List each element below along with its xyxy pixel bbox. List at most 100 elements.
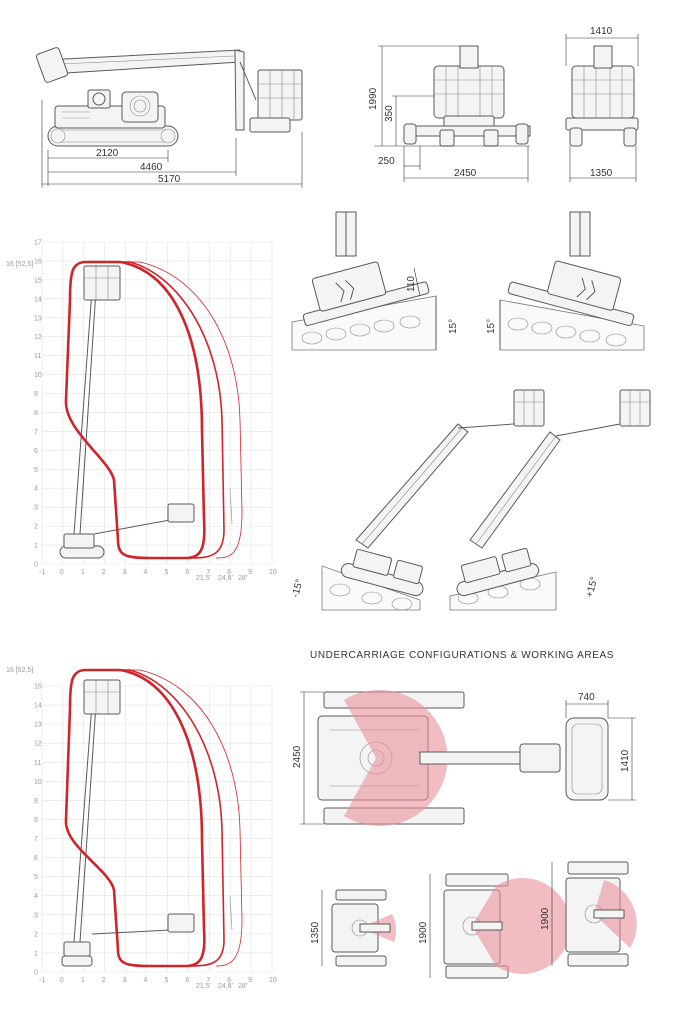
y-tick-label: 12 bbox=[34, 334, 42, 341]
y-tick-label: 5 bbox=[34, 467, 38, 474]
chart-2-top-label: 16 [52,5] bbox=[6, 667, 33, 674]
front-view-drawing bbox=[403, 45, 531, 147]
y-tick-label: 14 bbox=[34, 703, 42, 710]
x-tick-label: -1 bbox=[39, 977, 45, 984]
x-tick-label: 7 bbox=[206, 977, 210, 984]
y-tick-label: 11 bbox=[34, 760, 41, 767]
undercarriage-dim-1350: 1350 bbox=[310, 921, 321, 944]
x-tick-label: 4 bbox=[144, 569, 148, 576]
chart-2-reach-a: 21,5' bbox=[196, 983, 211, 990]
chart-1-top-label: 16 [52,5] bbox=[6, 261, 33, 268]
y-tick-label: 0 bbox=[34, 970, 38, 977]
slope-view-left bbox=[291, 211, 437, 351]
y-tick-label: 4 bbox=[34, 486, 38, 493]
undercarriage-dim-740: 740 bbox=[578, 692, 595, 703]
x-tick-label: 4 bbox=[144, 977, 148, 984]
y-tick-label: 7 bbox=[34, 429, 38, 436]
y-tick-label: 1 bbox=[34, 543, 38, 550]
x-tick-label: 5 bbox=[164, 977, 168, 984]
chart-1-reach-b: 24,8' bbox=[218, 575, 233, 582]
x-tick-label: 1 bbox=[81, 569, 85, 576]
front-dim-350: 350 bbox=[384, 105, 395, 122]
y-tick-label: 9 bbox=[34, 798, 38, 805]
boom-angle-left: -15° bbox=[290, 578, 305, 599]
chart-1-grid bbox=[41, 241, 273, 565]
y-tick-label: 6 bbox=[34, 448, 38, 455]
x-tick-label: 3 bbox=[123, 569, 127, 576]
y-tick-label: 10 bbox=[34, 372, 42, 379]
y-tick-label: 16 bbox=[34, 258, 42, 265]
y-tick-label: 17 bbox=[34, 240, 42, 247]
x-tick-label: 7 bbox=[206, 569, 210, 576]
side-view-drawing bbox=[35, 47, 303, 147]
x-tick-label: 6 bbox=[185, 977, 189, 984]
x-tick-label: 0 bbox=[60, 569, 64, 576]
x-tick-label: 0 bbox=[60, 977, 64, 984]
rear-view-dimensions bbox=[565, 34, 639, 182]
chart-2-machine bbox=[61, 679, 195, 967]
side-dim-2120: 2120 bbox=[96, 148, 119, 159]
boom-angle-right: +15° bbox=[584, 576, 600, 599]
slope-view-right bbox=[499, 211, 645, 351]
y-tick-label: 3 bbox=[34, 912, 38, 919]
chart-1-machine bbox=[59, 265, 195, 559]
y-tick-label: 2 bbox=[34, 524, 38, 531]
chart-2-reach-b: 24,8' bbox=[218, 983, 233, 990]
x-tick-label: 2 bbox=[102, 569, 106, 576]
undercarriage-dim-1900-b: 1900 bbox=[418, 921, 429, 944]
y-tick-label: 15 bbox=[34, 277, 42, 284]
y-tick-label: 13 bbox=[34, 722, 42, 729]
undercarriage-dim-1410: 1410 bbox=[620, 749, 631, 772]
x-tick-label: 5 bbox=[164, 569, 168, 576]
side-dim-4460: 4460 bbox=[140, 162, 163, 173]
y-tick-label: 15 bbox=[34, 684, 42, 691]
y-tick-label: 1 bbox=[34, 950, 38, 957]
chart-2-reach-c: 28' bbox=[238, 983, 247, 990]
y-tick-label: 5 bbox=[34, 874, 38, 881]
y-tick-label: 8 bbox=[34, 410, 38, 417]
chart-2-grid bbox=[41, 685, 273, 973]
chart-1-reach-a: 21,5' bbox=[196, 575, 211, 582]
y-tick-label: 2 bbox=[34, 931, 38, 938]
y-tick-label: 9 bbox=[34, 391, 38, 398]
undercarriage-config-a bbox=[321, 889, 397, 967]
undercarriage-main bbox=[317, 689, 609, 826]
y-tick-label: 11 bbox=[34, 353, 41, 360]
x-tick-label: 10 bbox=[269, 977, 277, 984]
rear-dim-1410: 1410 bbox=[590, 26, 613, 37]
y-tick-label: 10 bbox=[34, 779, 42, 786]
slope-view-left-dimensions bbox=[413, 267, 437, 350]
x-tick-label: 6 bbox=[185, 569, 189, 576]
y-tick-label: 14 bbox=[34, 296, 42, 303]
x-tick-label: 2 bbox=[102, 977, 106, 984]
undercarriage-dim-2450: 2450 bbox=[292, 745, 303, 768]
x-tick-label: 8 bbox=[227, 977, 231, 984]
undercarriage-config-c bbox=[551, 861, 637, 967]
y-tick-label: 6 bbox=[34, 855, 38, 862]
boom-slope-left bbox=[321, 389, 545, 611]
front-dim-250: 250 bbox=[378, 156, 395, 167]
side-dim-5170: 5170 bbox=[158, 174, 181, 185]
y-tick-label: 13 bbox=[34, 315, 42, 322]
undercarriage-dim-1900-c: 1900 bbox=[540, 907, 551, 930]
y-tick-label: 12 bbox=[34, 741, 42, 748]
x-tick-label: 9 bbox=[248, 977, 252, 984]
y-tick-label: 7 bbox=[34, 836, 38, 843]
x-tick-label: 3 bbox=[123, 977, 127, 984]
rear-dim-1350: 1350 bbox=[590, 168, 613, 179]
x-tick-label: -1 bbox=[39, 569, 45, 576]
x-tick-label: 1 bbox=[81, 977, 85, 984]
undercarriage-main-dimensions bbox=[300, 691, 636, 825]
front-dim-2450: 2450 bbox=[454, 168, 477, 179]
x-tick-label: 9 bbox=[248, 569, 252, 576]
front-dim-1990: 1990 bbox=[368, 87, 379, 110]
slope-dim-110: 110 bbox=[406, 276, 417, 292]
undercarriage-title: UNDERCARRIAGE CONFIGURATIONS & WORKING A… bbox=[310, 650, 614, 661]
x-tick-label: 8 bbox=[227, 569, 231, 576]
y-tick-label: 3 bbox=[34, 505, 38, 512]
chart-1-reach-c: 28' bbox=[238, 575, 247, 582]
